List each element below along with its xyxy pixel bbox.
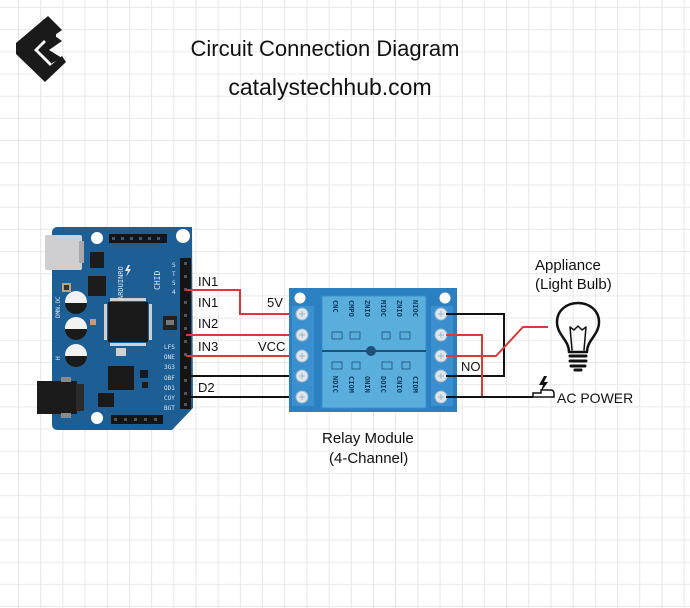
voltage-regulator-chip xyxy=(90,252,104,268)
output-wires xyxy=(446,313,548,398)
pin-label: OD1 xyxy=(164,385,175,392)
pin-label: LFS xyxy=(164,344,175,351)
wire-to-bulb[interactable] xyxy=(446,326,548,357)
pin-label: S xyxy=(172,262,176,269)
relay-caption: Relay Module xyxy=(322,430,414,447)
arduino-brand-text: ARDUINRO xyxy=(117,266,125,300)
relay-terminal-label: CMPO xyxy=(347,300,355,317)
ac-plug-icon xyxy=(532,389,555,398)
bottom-pin-header xyxy=(111,415,163,424)
arduino-logo-text: CHID xyxy=(153,271,162,290)
catalystechhub-logo-icon xyxy=(16,16,66,82)
wire-in1[interactable] xyxy=(186,289,302,315)
pin-label: ONE xyxy=(164,354,175,361)
pin-label: S xyxy=(172,280,176,287)
relay-terminal-label: MIOC xyxy=(379,300,387,317)
usb-port xyxy=(45,235,82,270)
light-bulb-icon xyxy=(555,301,601,372)
pin-label: OBF xyxy=(164,375,175,382)
pin-label: COY xyxy=(164,395,175,402)
pin-label: BGT xyxy=(164,405,175,412)
input-wires xyxy=(186,289,302,398)
ac-power-label: AC POWER xyxy=(557,390,633,406)
capacitor xyxy=(65,291,87,314)
usb-serial-chip xyxy=(88,276,106,296)
wire-label-in3: IN3 xyxy=(198,339,218,354)
arduino-rating-text: DMN.OC xyxy=(55,296,62,318)
pin-label: 4 xyxy=(172,289,176,296)
digital-pin-header xyxy=(180,258,191,409)
relay-terminal-label: CNC xyxy=(331,300,339,313)
wire-label-in1-second: IN1 xyxy=(198,295,218,310)
secondary-chip xyxy=(108,366,134,390)
relay-terminal-label: CNIO xyxy=(395,376,403,393)
relay-terminal-label: ONIN xyxy=(363,376,371,393)
pin-label: 3G3 xyxy=(164,364,175,371)
lightning-mark-icon xyxy=(125,265,131,277)
relay-terminal-label: NDIC xyxy=(331,376,339,393)
mounting-hole xyxy=(91,412,103,424)
wire-label-in1: IN1 xyxy=(198,274,218,289)
relay-terminal-label: ZNIO xyxy=(363,300,371,317)
microcontroller-chip xyxy=(104,298,152,346)
lightning-icon xyxy=(539,376,548,393)
wire-ac-return[interactable] xyxy=(446,334,483,397)
pin-label: T xyxy=(172,271,176,278)
wire-com-loop[interactable] xyxy=(446,313,505,377)
relay-terminal-label: NIOC xyxy=(411,300,419,317)
mounting-hole xyxy=(294,292,306,304)
site-name: catalystechhub.com xyxy=(228,74,432,100)
relay-module: CNC CMPO ZNIO MIOC ZNIO NIOC NDIC CIOM O… xyxy=(289,288,457,412)
dc-power-jack xyxy=(37,381,77,414)
capacitor xyxy=(65,344,87,367)
wire-label-no: NO xyxy=(461,359,481,374)
page-title: Circuit Connection Diagram xyxy=(190,36,460,61)
mounting-hole xyxy=(176,229,190,243)
relay-caption-sub: (4-Channel) xyxy=(329,450,408,467)
relay-terminal-label: ZNIO xyxy=(395,300,403,317)
top-pin-header xyxy=(109,234,167,243)
wire-label-5v: 5V xyxy=(267,295,283,310)
relay-terminal-label: CIDM xyxy=(411,376,419,393)
wire-label-vcc: VCC xyxy=(258,339,285,354)
appliance-label: Appliance xyxy=(535,257,601,274)
capacitor xyxy=(65,317,87,340)
relay-terminal-label: DOIC xyxy=(379,376,387,393)
relay-terminal-label: CIOM xyxy=(347,376,355,393)
mounting-hole xyxy=(439,292,451,304)
arduino-board: ARDUINRO DMN.OC H CHID S T S 4 LFS ONE 3… xyxy=(37,227,193,430)
mounting-hole xyxy=(91,232,103,244)
terminal-screws xyxy=(295,307,448,404)
capacitor-label: H xyxy=(55,356,62,360)
wire-label-in2: IN2 xyxy=(198,316,218,331)
appliance-sublabel: (Light Bulb) xyxy=(535,276,612,293)
wire-label-d2: D2 xyxy=(198,380,215,395)
